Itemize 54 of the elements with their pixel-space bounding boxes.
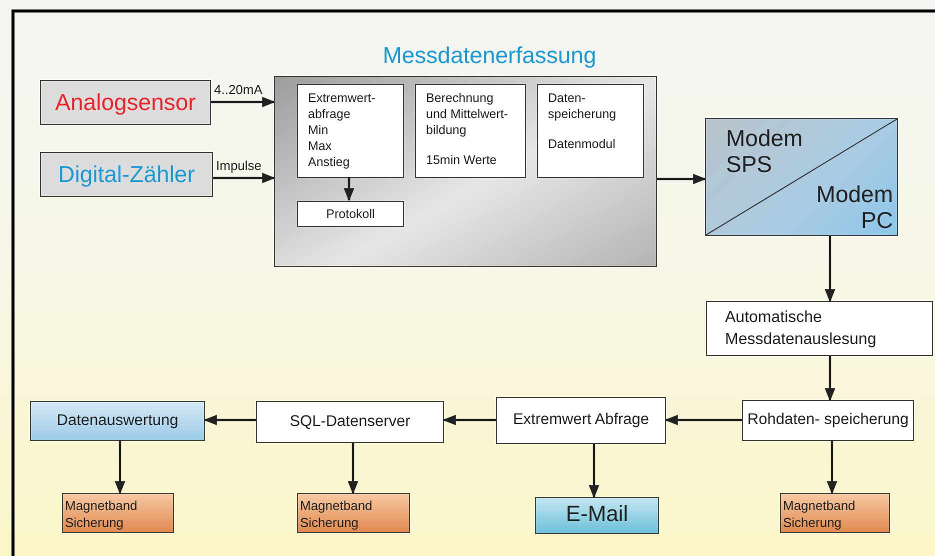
node-label: Protokoll: [325, 206, 376, 222]
process-box: [496, 397, 666, 444]
process-box: [742, 400, 914, 441]
arrow: [588, 444, 600, 498]
node-label: Datenauswertung: [56, 410, 180, 430]
arrow: [664, 414, 742, 426]
arrow: [213, 172, 276, 184]
arrow: [114, 441, 126, 494]
node-label: Max: [308, 138, 333, 154]
node-label: SQL-Datenserver: [288, 412, 412, 430]
arrow: [211, 96, 276, 108]
modem-label: Modem SPS: [726, 125, 803, 177]
arrow: [344, 177, 354, 202]
node-label: Automatische Messdatenauslesung: [725, 308, 878, 350]
process-box: [297, 84, 404, 178]
node-label: Rohdaten- speicherung: [746, 410, 910, 429]
node-label: Berechnung und Mittelwert- bildung: [426, 90, 509, 138]
node-label: 15min Werte: [426, 152, 498, 168]
process-box: [706, 301, 933, 356]
node-label: Magnetband Sicherung: [65, 497, 138, 531]
edge-label: 4..20mA: [214, 82, 262, 97]
arrow: [442, 414, 496, 426]
arrow: [824, 236, 836, 302]
sensor-box: [40, 80, 211, 125]
process-box: [297, 201, 404, 227]
arrow: [204, 414, 256, 426]
arrow: [826, 441, 838, 494]
output-box: [535, 497, 659, 534]
node-label: Magnetband Sicherung: [300, 497, 374, 531]
node-label: Min: [308, 122, 330, 138]
arrow: [824, 356, 836, 402]
node-label: Analogsensor: [54, 89, 197, 116]
modem-label: Modem PC: [816, 181, 893, 233]
storage-box: [297, 493, 410, 533]
edge-label: Impulse: [216, 158, 262, 173]
storage-box: [62, 493, 174, 533]
arrow: [657, 174, 706, 184]
modem-box: [705, 118, 898, 236]
arrow: [348, 443, 358, 494]
storage-box: [780, 493, 890, 533]
node-label: Daten- speicherung: [548, 90, 618, 122]
node-label: Extremwert Abfrage: [512, 410, 650, 429]
process-box: [256, 401, 444, 443]
sensor-box: [40, 152, 213, 197]
node-label: Magnetband Sicherung: [783, 497, 856, 531]
node-label: Datenmodul: [548, 136, 616, 152]
group-title: Messdatenerfassung: [382, 42, 598, 69]
node-label: Digital-Zähler: [57, 161, 196, 188]
process-box: [30, 401, 205, 441]
node-label: E-Mail: [564, 500, 630, 528]
process-box: [537, 84, 644, 178]
node-label: Extremwert- abfrage: [308, 90, 376, 122]
node-label: Anstieg: [308, 154, 351, 170]
process-box: [415, 84, 526, 178]
